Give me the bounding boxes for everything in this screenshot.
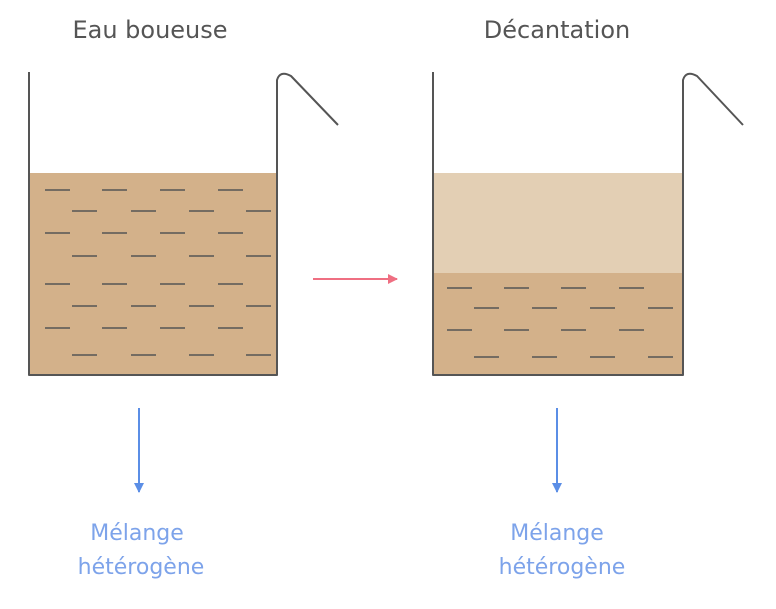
muddy-water-fill xyxy=(29,173,277,375)
caption-right-line2: hétérogène xyxy=(499,555,626,580)
caption-left-line1: Mélange xyxy=(90,521,184,546)
settled-particles xyxy=(447,287,673,358)
clear-water-layer xyxy=(433,173,683,273)
panel-decantation: Décantation Mélange hétérogène xyxy=(432,16,744,580)
beaker-left-outline xyxy=(28,72,339,376)
beaker-right-outline xyxy=(432,72,744,376)
panel-title-muddy-water: Eau boueuse xyxy=(72,16,227,44)
suspended-particles xyxy=(45,189,271,356)
caption-right-line1: Mélange xyxy=(510,521,604,546)
panel-title-decantation: Décantation xyxy=(484,16,630,44)
caption-left-line2: hétérogène xyxy=(78,555,205,580)
panel-muddy-water: Eau boueuse Mélange hétérogène xyxy=(28,16,339,580)
sediment-layer xyxy=(433,273,683,375)
